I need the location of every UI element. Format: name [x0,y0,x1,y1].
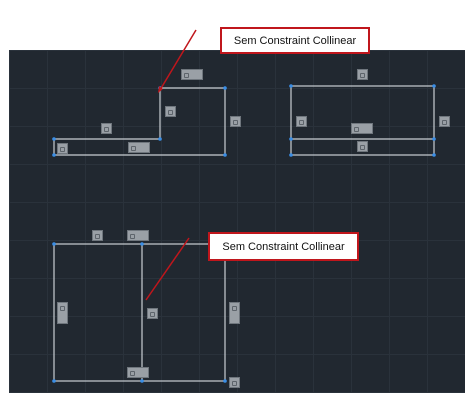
constraint-tag-icon[interactable] [181,69,203,80]
constraint-tag-icon[interactable] [127,230,149,241]
constraint-tag-icon[interactable] [92,230,103,241]
sketch-rect-bottom[interactable] [53,243,226,382]
callout-no-collinear-constraint-bottom: Sem Constraint Collinear [208,232,359,261]
callout-text: Sem Constraint Collinear [233,34,357,47]
constraint-tag-icon[interactable] [57,143,68,154]
callout-leader-line-bottom [145,237,190,301]
constraint-tag-icon[interactable] [147,308,158,319]
constraint-tag-icon[interactable] [57,302,68,324]
constraint-tag-icon[interactable] [229,377,240,388]
constraint-tag-icon[interactable] [351,123,373,134]
callout-leader-line-top [159,29,197,91]
callout-text: Sem Constraint Collinear [222,240,345,253]
constraint-tag-icon[interactable] [101,123,112,134]
constraint-tag-icon[interactable] [296,116,307,127]
constraint-tag-icon[interactable] [230,116,241,127]
constraint-tag-icon[interactable] [229,302,240,324]
constraint-tag-icon[interactable] [439,116,450,127]
sketch-canvas[interactable] [9,50,465,393]
constraint-tag-icon[interactable] [165,106,176,117]
constraint-tag-icon[interactable] [128,142,150,153]
sketch-rect-right[interactable] [290,85,435,156]
callout-no-collinear-constraint-top: Sem Constraint Collinear [220,27,370,54]
constraint-tag-icon[interactable] [357,69,368,80]
constraint-tag-icon[interactable] [127,367,149,378]
constraint-tag-icon[interactable] [357,141,368,152]
